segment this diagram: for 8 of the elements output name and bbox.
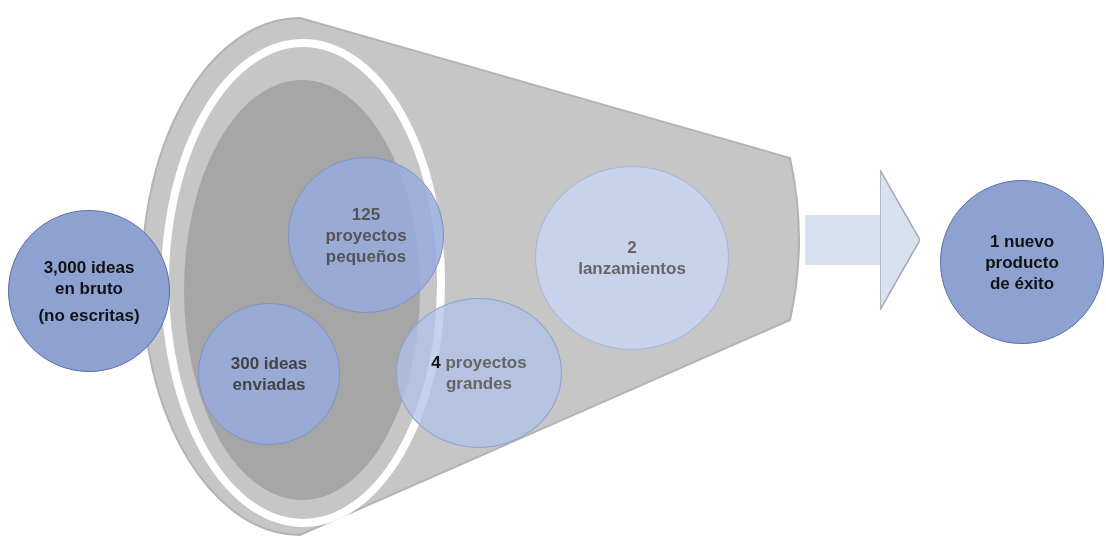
node-label: 300 ideas enviadas <box>229 353 309 395</box>
node-label: 4 proyectos grandes <box>430 352 528 394</box>
node-label: 2 lanzamientos <box>578 237 686 279</box>
node-label: 125 proyectos pequeños <box>324 203 408 267</box>
node-label: 1 nuevo producto de éxito <box>984 230 1060 294</box>
node-label: (no escritas) <box>38 304 140 326</box>
block-arrow <box>805 169 921 311</box>
node-label: 3,000 ideas en bruto <box>42 256 136 299</box>
